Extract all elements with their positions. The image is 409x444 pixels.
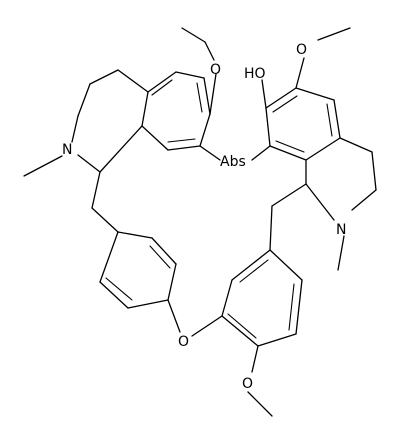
bond: [141, 91, 149, 127]
hydroxyl-label: HO: [244, 66, 266, 82]
bond: [105, 277, 133, 301]
bond: [167, 145, 201, 151]
bond: [167, 138, 196, 143]
bond: [167, 299, 181, 333]
bond: [251, 345, 259, 373]
methoxy-oxygen-top-right: O: [296, 42, 307, 58]
bond: [23, 155, 63, 177]
bond: [251, 145, 271, 161]
bond: [71, 115, 79, 143]
bond: [117, 231, 153, 239]
nitrogen-right: N: [336, 222, 346, 238]
bond: [99, 125, 143, 173]
bond: [326, 103, 333, 137]
bond: [89, 69, 119, 85]
bond: [269, 205, 273, 251]
bond: [141, 125, 169, 151]
bond: [288, 283, 295, 331]
bond: [204, 41, 215, 61]
bond: [209, 73, 217, 115]
bridge-abs-label: Abs: [220, 154, 246, 170]
bond: [317, 27, 351, 41]
bond: [269, 249, 303, 281]
methoxy-oxygen-top-left: O: [210, 62, 221, 78]
bond: [191, 315, 223, 337]
bond: [257, 333, 297, 347]
atom-labels: O O HO N N Abs O O: [62, 42, 346, 392]
bond: [261, 79, 267, 109]
bond: [371, 151, 377, 191]
bond: [295, 87, 335, 101]
bond: [333, 99, 341, 139]
bond: [77, 83, 91, 117]
bond: [175, 71, 205, 79]
bond: [91, 207, 119, 233]
methoxy-oxygen-bottom: O: [242, 376, 253, 392]
bond: [151, 237, 177, 265]
nitrogen-left: N: [62, 142, 72, 158]
bond: [203, 77, 211, 115]
bond: [77, 154, 101, 173]
bond: [247, 391, 273, 417]
bond: [151, 79, 173, 96]
bond: [271, 183, 307, 207]
bond: [199, 145, 221, 161]
bond: [305, 137, 341, 161]
bond: [339, 137, 373, 153]
bond: [147, 71, 177, 93]
bond: [196, 82, 203, 113]
bond: [117, 69, 149, 93]
bond-lines: [23, 27, 377, 417]
bond: [199, 113, 211, 147]
bond: [337, 235, 345, 271]
bond: [227, 313, 257, 339]
bond: [99, 281, 129, 309]
ether-oxygen-bottom-left: O: [178, 334, 189, 350]
bond: [295, 279, 303, 335]
bond: [269, 145, 307, 161]
bond: [231, 249, 271, 281]
bond: [239, 259, 269, 283]
bond: [265, 107, 271, 147]
bond: [91, 171, 101, 209]
bond: [167, 263, 177, 301]
bond: [149, 245, 171, 269]
bond: [127, 299, 169, 309]
bond: [99, 231, 119, 283]
bond: [272, 95, 298, 113]
bond: [265, 87, 297, 109]
bond: [351, 189, 377, 211]
bond: [181, 27, 206, 43]
bond: [275, 140, 305, 153]
bond: [295, 57, 305, 89]
bond: [221, 315, 259, 347]
bond: [221, 279, 233, 317]
bond: [305, 183, 335, 221]
